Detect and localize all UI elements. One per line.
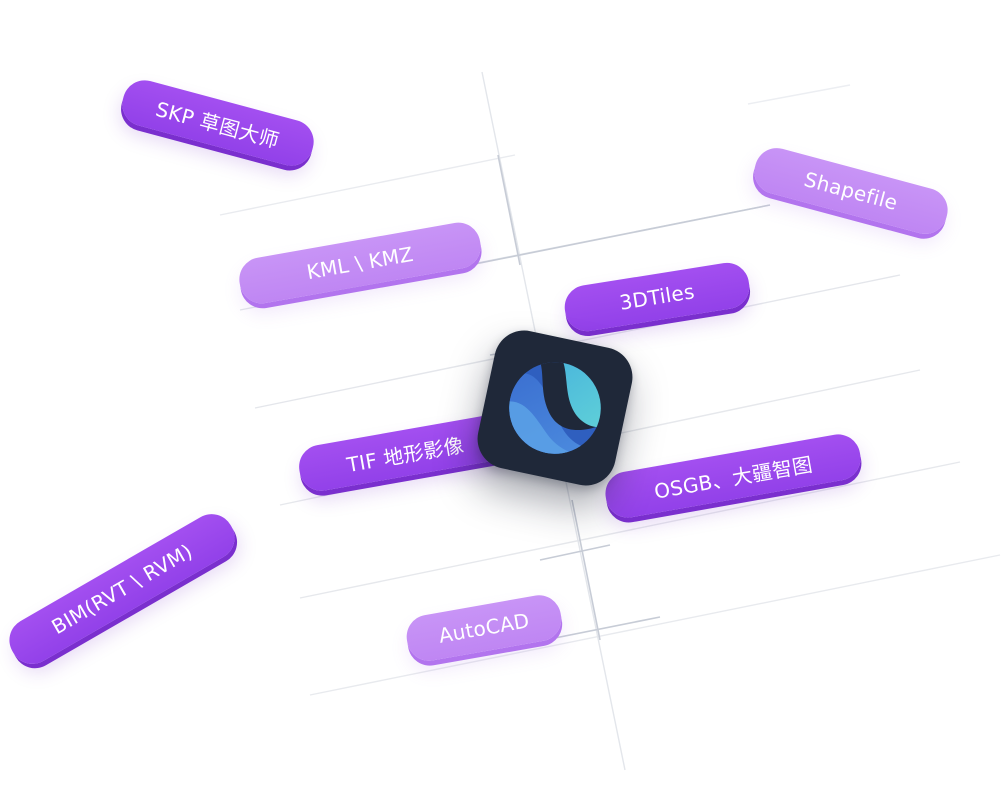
format-label: AutoCAD [436,608,532,648]
grid-line-emphasis [571,499,601,641]
layered-waves-globe-icon [500,353,610,463]
grid-line [219,154,516,216]
grid-line [309,554,1001,696]
app-logo [471,324,639,492]
grid-line-emphasis [539,544,611,561]
grid-line-emphasis [469,204,771,266]
grid-line [747,84,851,105]
grid-line [299,461,961,599]
grid-line-emphasis [554,616,661,639]
format-label: KML \ KMZ [304,241,416,285]
format-label: 3DTiles [617,279,697,315]
grid-line-emphasis [497,154,521,266]
